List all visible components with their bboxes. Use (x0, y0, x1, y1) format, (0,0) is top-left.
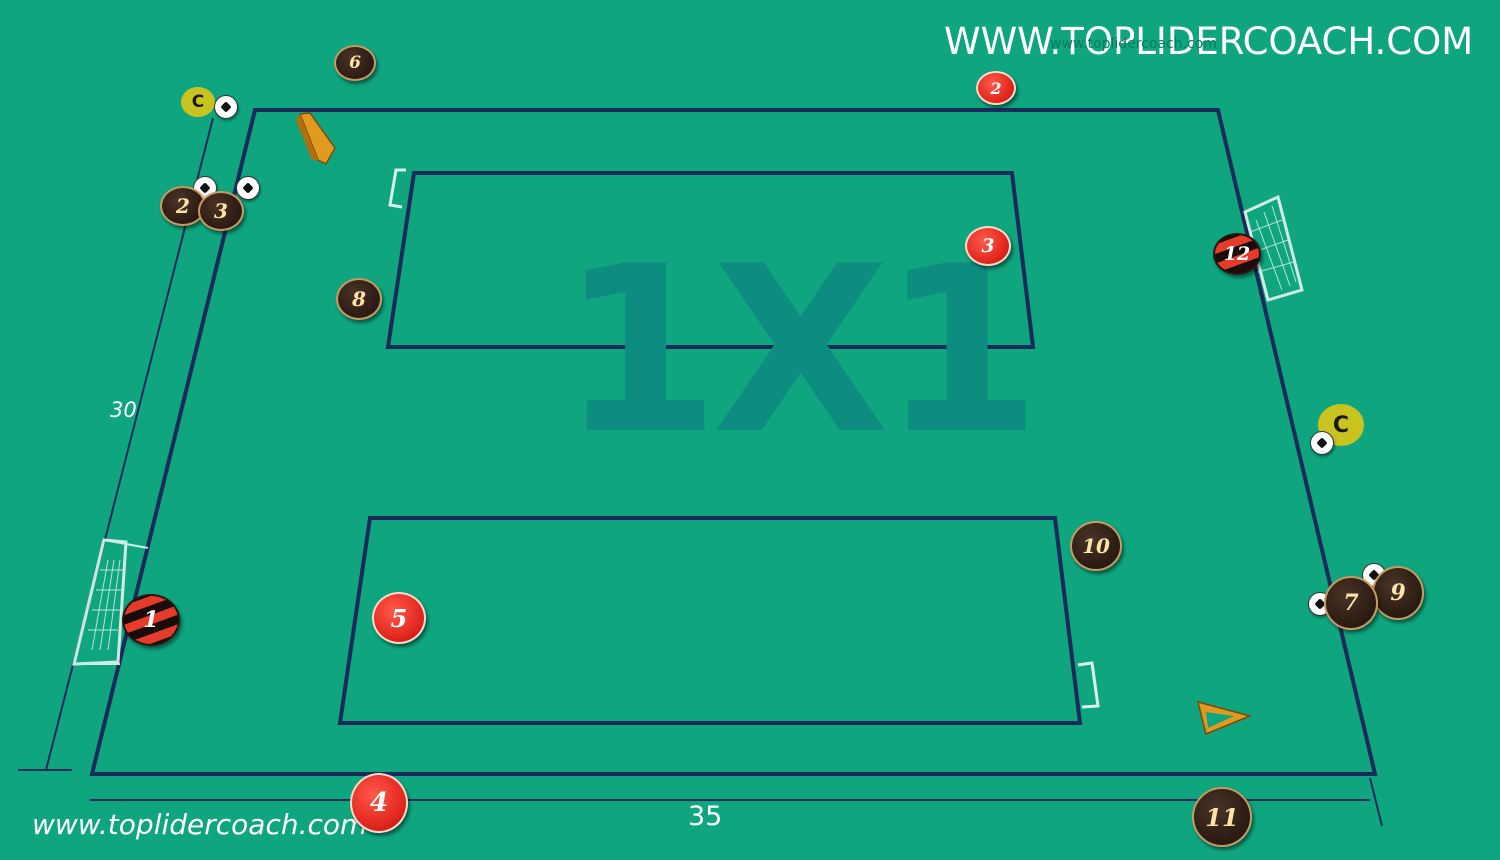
player-marker: 3 (965, 226, 1011, 266)
player-marker: 4 (350, 773, 408, 833)
cone-upper-left (296, 112, 336, 165)
mini-goal-lower (1077, 661, 1100, 709)
ball (1310, 431, 1334, 455)
player-marker: 10 (1070, 521, 1122, 571)
dimension-label-30: 30 (110, 398, 137, 422)
player-marker: 7 (1324, 576, 1378, 630)
watermark-top: WWW.TOPLIDERCOACH.COM (944, 20, 1474, 63)
player-marker: 11 (1192, 787, 1252, 847)
dimension-label-35: 35 (688, 801, 723, 832)
player-marker: 2 (976, 71, 1016, 105)
upper-zone-boundary (385, 171, 1036, 349)
ball (214, 95, 238, 119)
goal-right (1243, 194, 1304, 302)
player-marker: 9 (1372, 566, 1424, 620)
player-marker: 12 (1213, 233, 1261, 275)
outer-field-boundary (89, 108, 1378, 776)
watermark-top-small: www.toplidercoach.com (1050, 36, 1217, 52)
player-marker: 8 (336, 278, 382, 320)
player-marker: 1 (122, 594, 180, 646)
drill-title: 1X1 (560, 218, 1041, 485)
player-marker: 3 (198, 191, 244, 231)
mini-goal-upper (388, 168, 406, 209)
player-marker: 6 (334, 45, 376, 81)
ball (236, 176, 260, 200)
cone-lower-right (1196, 700, 1253, 736)
dimension-tick-35 (1369, 777, 1383, 827)
goal-left (72, 538, 149, 666)
player-marker: 5 (372, 592, 426, 644)
coach-top-left: C (181, 87, 215, 117)
lower-zone-boundary (337, 516, 1083, 725)
watermark-bottom: www.toplidercoach.com (32, 808, 368, 841)
